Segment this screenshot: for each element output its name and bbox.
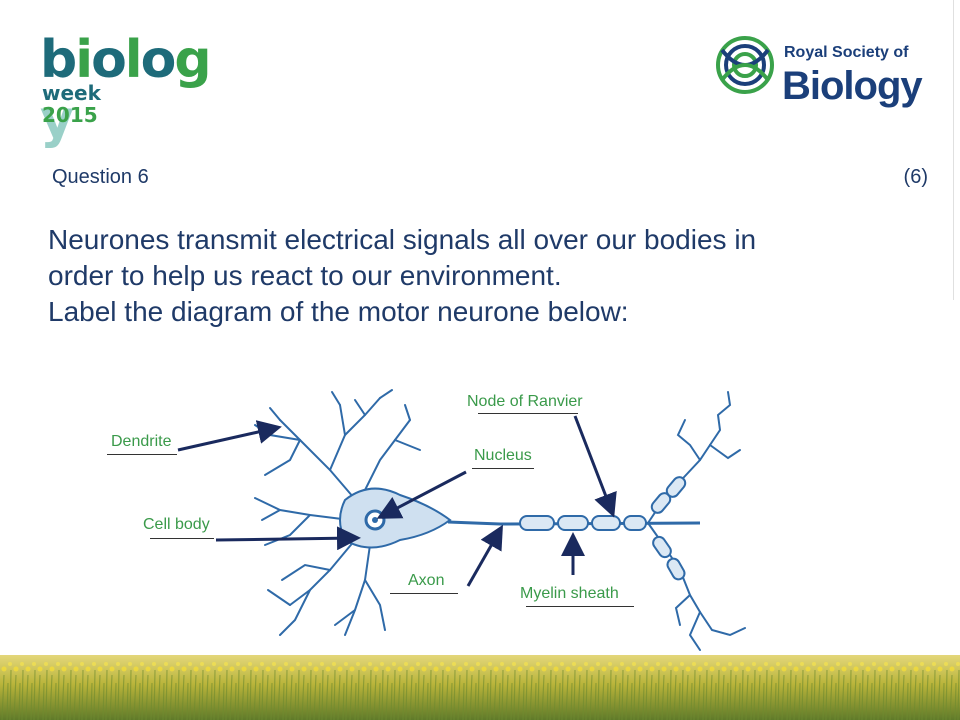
rsob-name-line2: Biology	[782, 64, 923, 108]
axon-terminals	[647, 391, 746, 651]
question-line-3: Label the diagram of the motor neurone b…	[48, 296, 629, 327]
cell-body	[339, 487, 452, 549]
slide-edge-divider	[953, 0, 960, 300]
rapeseed-field-banner	[0, 655, 960, 720]
axon-arrow	[466, 524, 503, 587]
logo-year-text: 2015	[42, 103, 98, 127]
question-text: Neurones transmit electrical signals all…	[48, 222, 908, 330]
royal-society-of-biology-logo: Royal Society of Biology	[712, 30, 923, 110]
label-axon: Axon	[408, 572, 445, 589]
terminal-myelin	[650, 476, 687, 581]
label-nucleus-underline	[472, 468, 534, 469]
label-axon-underline	[390, 593, 458, 594]
logo-week-text: week	[42, 81, 101, 105]
cell-body-arrow	[215, 526, 361, 551]
nucleus-arrow	[376, 470, 467, 519]
label-node-of-ranvier-underline	[478, 413, 578, 414]
label-nucleus: Nucleus	[474, 447, 532, 464]
motor-neurone-diagram	[177, 389, 746, 651]
label-dendrite: Dendrite	[111, 433, 172, 450]
question-number: Question 6	[52, 166, 149, 188]
rsob-emblem-icon	[716, 36, 774, 94]
label-myelin-sheath-underline	[526, 606, 634, 607]
biology-week-wordmark: biology	[40, 30, 212, 150]
rsob-name-line1: Royal Society of	[784, 44, 909, 61]
label-dendrite-underline	[107, 454, 177, 455]
label-cell-body: Cell body	[143, 516, 210, 533]
label-node-of-ranvier: Node of Ranvier	[467, 393, 583, 410]
question-line-1: Neurones transmit electrical signals all…	[48, 224, 757, 255]
label-cell-body-underline	[150, 538, 214, 539]
label-myelin-sheath: Myelin sheath	[520, 585, 619, 602]
biology-week-logo: biology week 2015	[40, 30, 215, 150]
dendrite-arrow	[177, 420, 282, 452]
myelin-sheath	[519, 515, 647, 531]
question-marks: (6)	[903, 166, 928, 188]
question-line-2: order to help us react to our environmen…	[48, 260, 562, 291]
node-of-ranvier-arrow	[573, 415, 617, 518]
